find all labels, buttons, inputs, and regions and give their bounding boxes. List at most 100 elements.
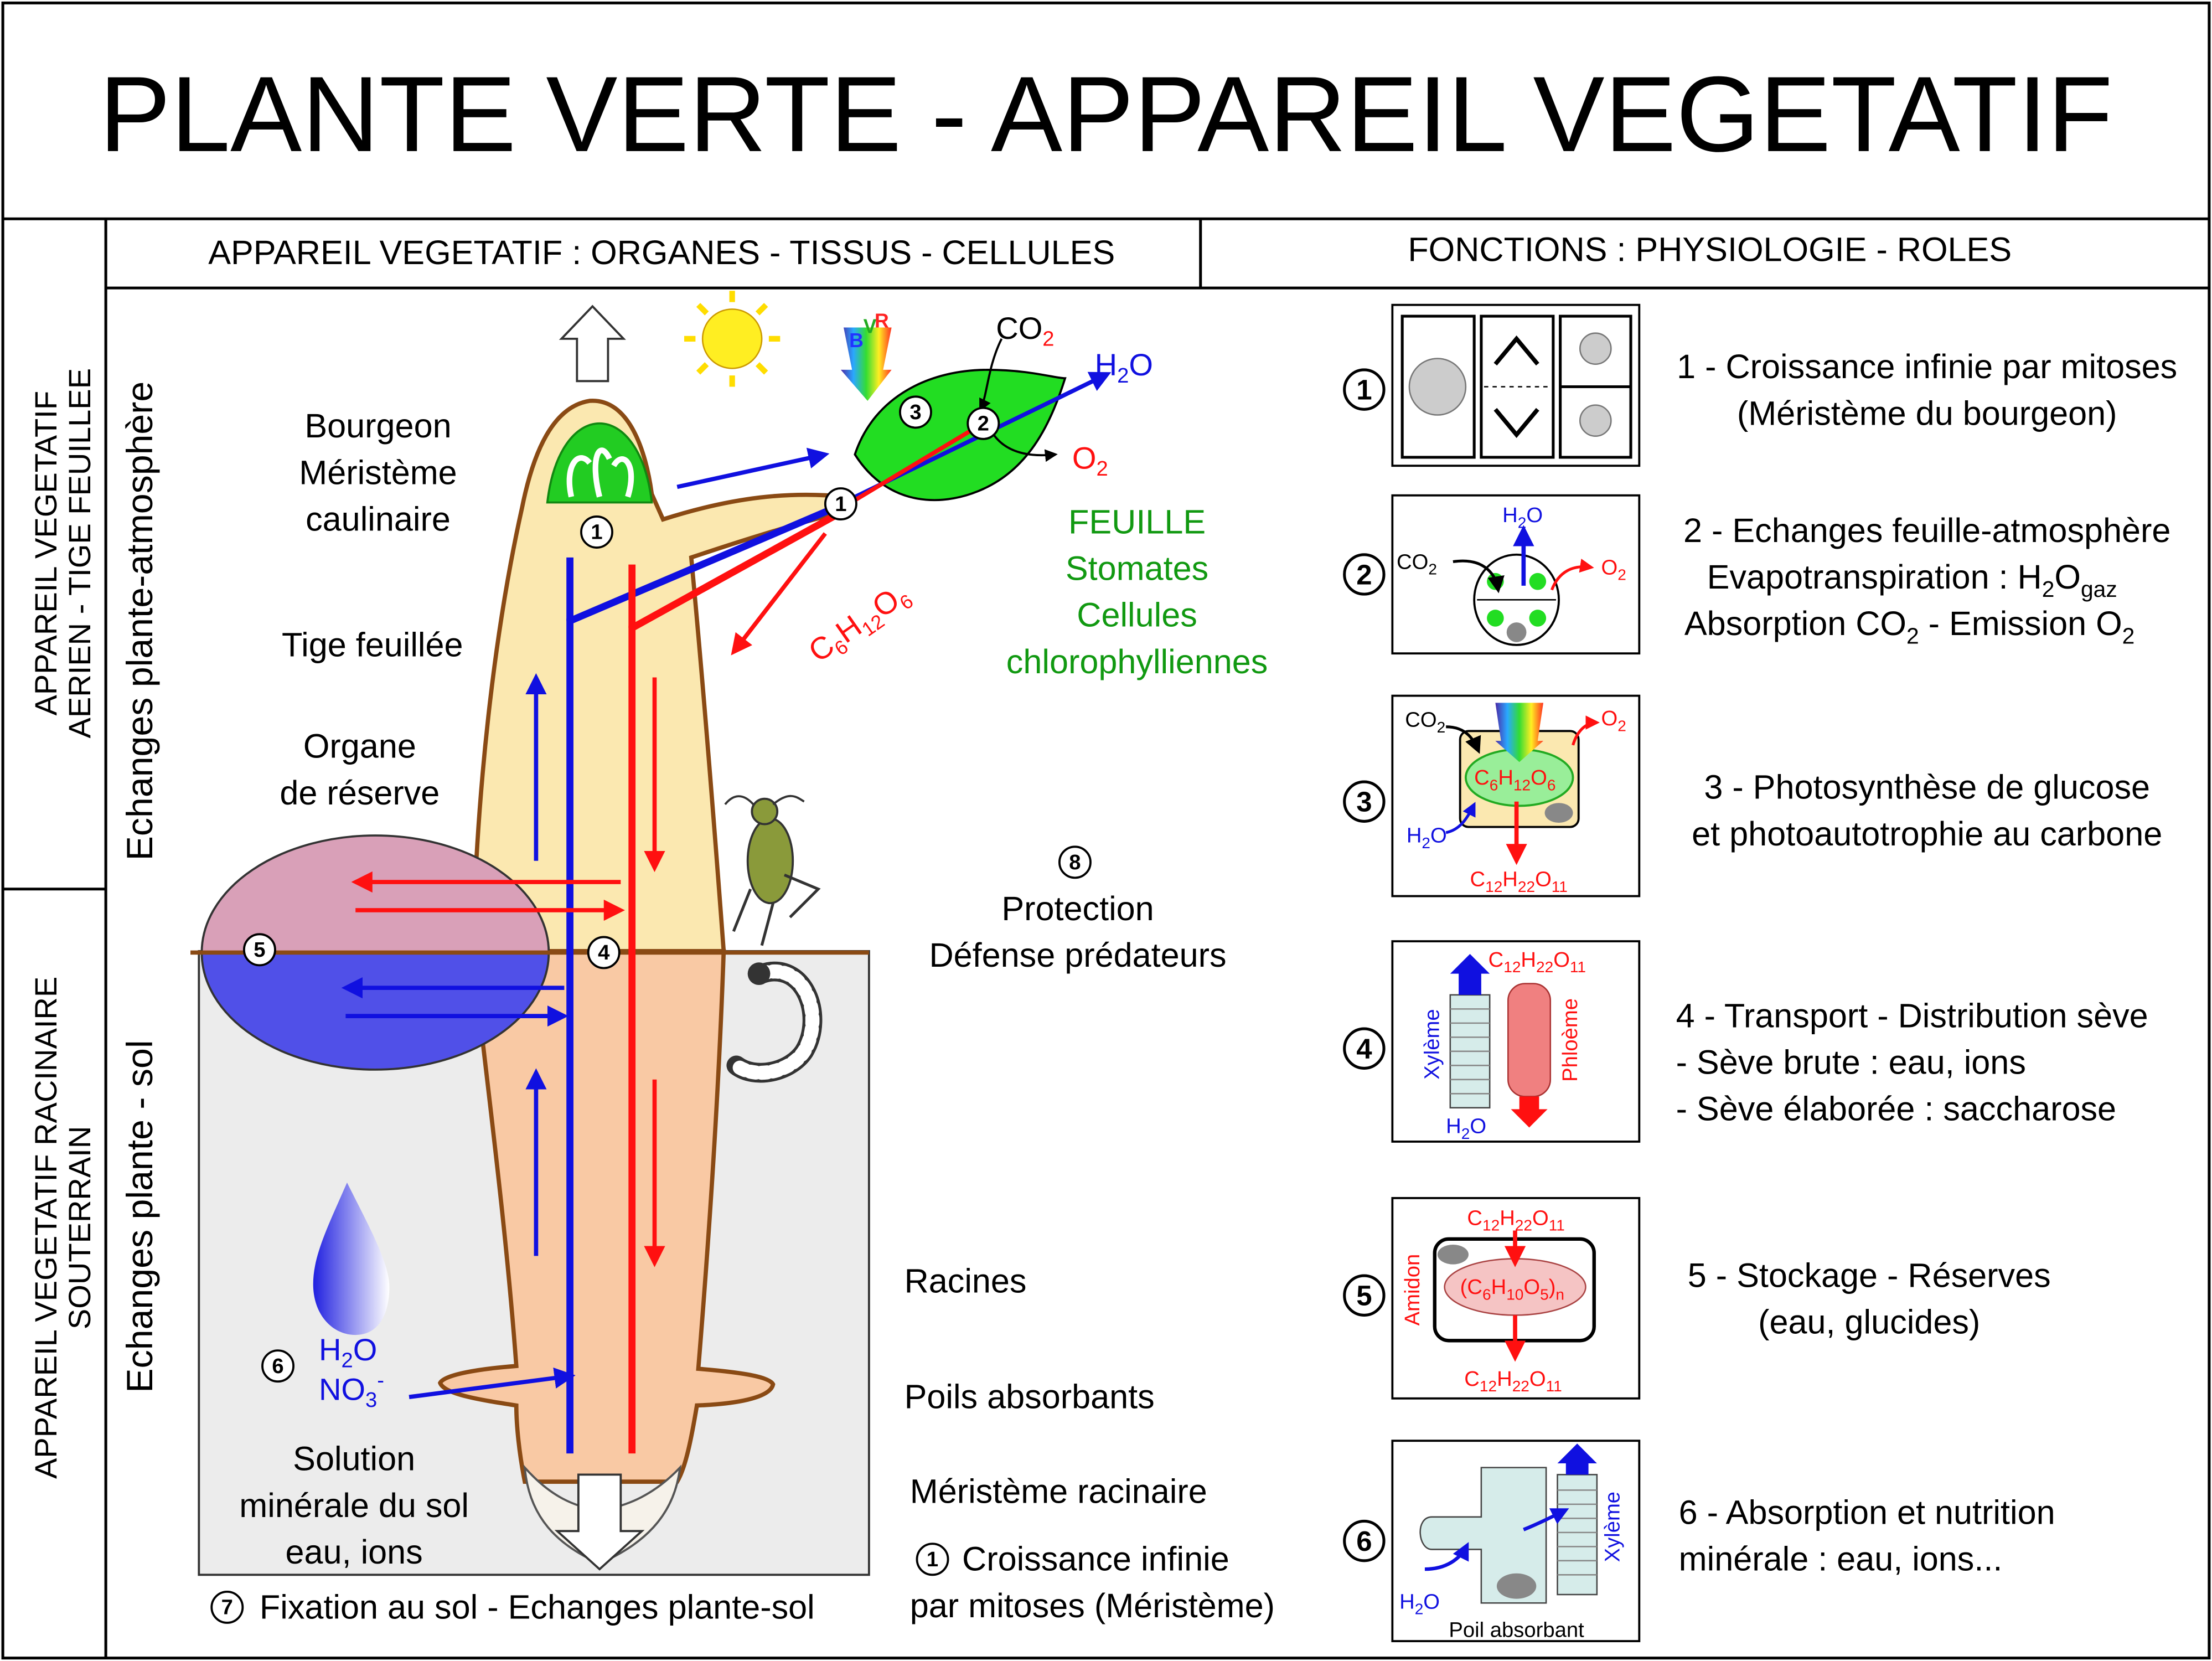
box3-saccharose: C12H22O11	[1470, 868, 1568, 895]
box6-poil: Poil absorbant	[1449, 1618, 1584, 1642]
label-racines: Racines	[905, 1262, 1027, 1300]
label-feuille: FEUILLE	[1068, 503, 1206, 541]
box5-amidon: Amidon	[1400, 1254, 1424, 1326]
fn-marker-3: 3	[1356, 786, 1372, 818]
page-title: PLANTE VERTE - APPAREIL VEGETATIF	[99, 55, 2113, 174]
marker-1-bud: 1	[591, 520, 602, 544]
leaf-h2o: H2O	[1095, 347, 1153, 388]
fn4-line1: 4 - Transport - Distribution sève	[1676, 997, 2148, 1035]
box3-co2: CO2	[1405, 708, 1445, 736]
fn5-line1: 5 - Stockage - Réserves	[1688, 1256, 2051, 1294]
water-drop-icon	[313, 1182, 390, 1335]
label-poils: Poils absorbants	[905, 1378, 1155, 1416]
box3-h2o: H2O	[1407, 824, 1447, 852]
fn3-line1: 3 - Photosynthèse de glucose	[1704, 768, 2150, 806]
reserve-organ-bottom	[200, 951, 550, 1071]
fn-marker-2: 2	[1356, 559, 1372, 590]
header-fonctions: FONCTIONS : PHYSIOLOGIE - ROLES	[1408, 231, 2012, 269]
label-caulinaire: caulinaire	[306, 500, 451, 538]
side-racinaire-2: SOUTERRAIN	[62, 1126, 97, 1329]
marker-3-leaf: 3	[909, 400, 921, 424]
fn-marker-4: 4	[1356, 1033, 1372, 1065]
box3-o2: O2	[1601, 706, 1626, 734]
box2-co2: CO2	[1397, 550, 1437, 577]
box5-saccharose-top: C12H22O11	[1467, 1206, 1564, 1234]
label-meristeme: Méristème	[299, 453, 457, 491]
reserve-organ-top	[200, 834, 550, 954]
box6-xyleme: Xylème	[1601, 1492, 1625, 1562]
label-organe: Organe	[303, 728, 416, 765]
side-racinaire-1: APPAREIL VEGETATIF RACINAIRE	[28, 977, 63, 1479]
root-growth-arrow	[554, 1473, 645, 1571]
fn2-line3: Absorption CO2 - Emission O2	[1684, 605, 2135, 648]
fn4-line3: - Sève élaborée : saccharose	[1676, 1090, 2116, 1128]
label-solution-1: Solution	[293, 1440, 415, 1478]
side-echanges-atm: Echanges plante-atmosphère	[120, 381, 161, 860]
label-reserve: de réserve	[280, 774, 440, 812]
box4-phloeme: Phloème	[1558, 998, 1582, 1082]
soil-h2o: H2O	[319, 1332, 377, 1373]
box4-h2o: H2O	[1446, 1115, 1486, 1142]
fn-marker-5: 5	[1356, 1280, 1372, 1312]
marker-5-reserve: 5	[254, 938, 265, 962]
fn-box-1-mitosis	[1391, 303, 1641, 467]
fn-box-3-photosynthesis	[1391, 694, 1641, 897]
label-tige: Tige feuillée	[282, 626, 463, 663]
marker-2-leaf: 2	[978, 412, 989, 436]
larva-icon	[726, 961, 823, 1083]
sun-icon	[684, 291, 781, 387]
fn-marker-6: 6	[1356, 1525, 1372, 1557]
fn1-line1: 1 - Croissance infinie par mitoses	[1677, 348, 2177, 385]
label-fixation: Fixation au sol - Echanges plante-sol	[260, 1588, 815, 1626]
marker-1-leaf: 1	[835, 492, 846, 516]
box6-h2o: H2O	[1399, 1590, 1440, 1617]
fn2-line1: 2 - Echanges feuille-atmosphère	[1683, 512, 2170, 549]
fn6-line1: 6 - Absorption et nutrition	[1679, 1494, 2055, 1531]
marker-6-soil: 6	[272, 1354, 283, 1378]
box3-glucose: C6H12O6	[1474, 766, 1555, 793]
growth-up-arrow	[559, 305, 626, 383]
fn1-line2: (Méristème du bourgeon)	[1737, 394, 2117, 432]
fn3-line2: et photoautotrophie au carbone	[1692, 815, 2162, 853]
soil-no3: NO3-	[319, 1368, 384, 1412]
marker-4-stem: 4	[598, 941, 610, 964]
box5-amidon-formula: (C6H10O5)n	[1460, 1275, 1564, 1303]
fn-marker-1: 1	[1356, 374, 1372, 405]
box2-h2o: H2O	[1502, 503, 1543, 531]
label-solution-3: eau, ions	[286, 1533, 423, 1571]
stem	[470, 399, 849, 953]
box2-o2: O2	[1601, 555, 1626, 583]
bvr-b: B	[849, 329, 864, 352]
light-ray-icon	[840, 327, 892, 401]
fn6-line2: minérale : eau, ions...	[1679, 1540, 2003, 1578]
header-organes: APPAREIL VEGETATIF : ORGANES - TISSUS - …	[208, 234, 1115, 271]
label-defense: Défense prédateurs	[929, 936, 1226, 974]
fn-box-5-storage	[1391, 1196, 1641, 1400]
label-solution-2: minérale du sol	[239, 1487, 469, 1524]
label-bourgeon: Bourgeon	[304, 407, 451, 445]
marker-1-root: 1	[927, 1547, 938, 1571]
label-croissance-1: Croissance infinie	[962, 1540, 1229, 1578]
leaf-co2: CO2	[996, 311, 1054, 351]
box4-saccharose: C12H22O11	[1489, 948, 1586, 976]
side-aerien-2: AERIEN - TIGE FEUILLEE	[62, 368, 97, 739]
label-cellules: Cellules	[1077, 596, 1197, 634]
fn-box-2-stomate	[1391, 494, 1641, 655]
leaf-o2: O2	[1072, 440, 1108, 481]
label-protection: Protection	[1001, 890, 1154, 927]
fn5-line2: (eau, glucides)	[1758, 1303, 1980, 1341]
marker-7-fixation: 7	[221, 1596, 233, 1619]
box4-xyleme: Xylème	[1420, 1009, 1444, 1079]
side-aerien-1: APPAREIL VEGETATIF	[28, 391, 63, 716]
marker-8-protection: 8	[1069, 850, 1081, 874]
fn2-line2: Evapotranspiration : H2Ogaz	[1707, 558, 2117, 602]
bvr-v: V	[864, 316, 877, 338]
label-chloro: chlorophylliennes	[1006, 643, 1268, 680]
fn-box-4-transport	[1391, 940, 1641, 1143]
label-croissance-2: par mitoses (Méristème)	[910, 1587, 1275, 1624]
fn4-line2: - Sève brute : eau, ions	[1676, 1044, 2026, 1081]
label-meristeme-rac: Méristème racinaire	[910, 1472, 1207, 1510]
bvr-r: R	[875, 309, 889, 332]
